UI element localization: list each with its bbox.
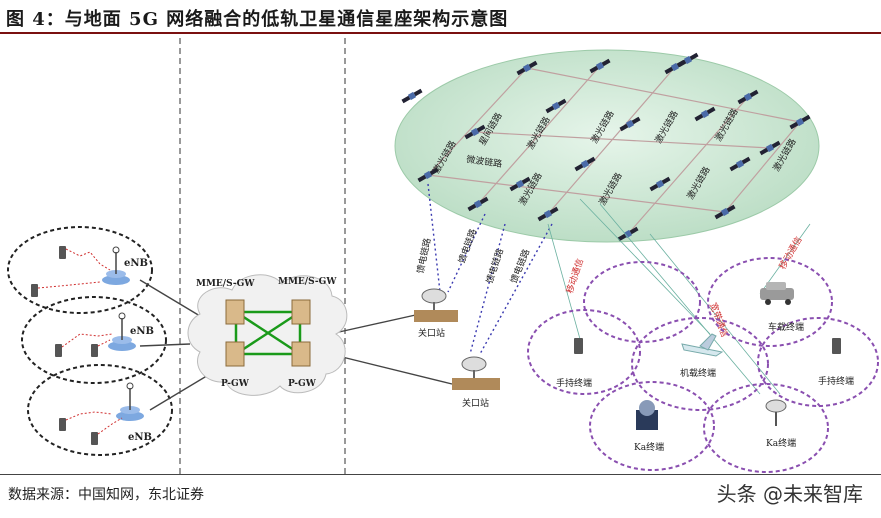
vehicle-icon	[760, 282, 794, 305]
terminal-labels: 手持终端 车载终端 机载终端 手持终端 Ka终端 Ka终端	[556, 321, 854, 453]
satellite-icon	[464, 124, 486, 140]
terminal-cells	[527, 257, 879, 473]
core-network-cloud	[187, 274, 348, 396]
feeder-links	[427, 183, 553, 355]
feeder-link-label-4: 馈电链路	[508, 247, 533, 285]
enb-tower-3	[116, 382, 144, 421]
terminal-cell-vehicle	[707, 257, 833, 347]
enb-tower-1	[102, 246, 130, 285]
satellite-group	[401, 52, 811, 242]
terminal-label-ka-left: Ka终端	[634, 441, 664, 453]
enb-cell-1	[7, 226, 153, 314]
pgw-server-2	[291, 341, 311, 367]
constellation-grid	[427, 65, 801, 235]
terminal-cell-handheld-right	[757, 317, 879, 407]
satellite-icon	[537, 206, 559, 222]
satellite-icon	[789, 114, 811, 130]
terminal-label-vehicle: 车载终端	[768, 321, 804, 333]
feeder-link-label-3: 馈电链路	[483, 247, 506, 285]
mme-label-2: MME/S-GW	[278, 277, 337, 287]
terminal-cell-handheld-left	[527, 309, 641, 395]
enb-label-1: eNB	[124, 258, 148, 269]
ka-terminal-icon-right	[765, 399, 787, 426]
satellite-icon	[729, 156, 751, 172]
terminal-cell-ka-left	[589, 381, 715, 471]
source-note: 数据来源：中国知网，东北证券	[8, 487, 204, 503]
satellite-icon	[545, 98, 567, 114]
figure-title: 图 4：与地面 5G 网络融合的低轨卫星通信星座架构示意图	[6, 9, 509, 30]
pgw-label-1: P-GW	[221, 379, 250, 389]
satellite-icon	[617, 226, 639, 242]
core-servers	[225, 299, 311, 367]
gateway-station-1	[414, 288, 458, 322]
title-rule	[0, 32, 881, 34]
enb-tower-2	[108, 312, 136, 351]
mme-label-1: MME/S-GW	[196, 279, 255, 289]
satellite-icon	[516, 60, 538, 76]
satellite-icon	[759, 140, 781, 156]
satellite-icon	[509, 176, 531, 192]
ka-terminal-icon-left	[636, 400, 658, 430]
feeder-link-label-2: 馈电链路	[456, 227, 480, 265]
enb-label-3: eNB	[128, 432, 152, 443]
pgw-label-2: P-GW	[288, 379, 317, 389]
enb-cells	[7, 226, 173, 456]
satellite-icon	[694, 106, 716, 122]
satellite-icon	[467, 196, 489, 212]
title-bar: 图 4：与地面 5G 网络融合的低轨卫星通信星座架构示意图	[0, 0, 881, 34]
terminal-label-handheld-right: 手持终端	[818, 375, 854, 387]
terminal-cell-top-left	[583, 261, 701, 343]
enb-label-2: eNB	[130, 326, 154, 337]
watermark-text: 头条 @未来智库	[716, 482, 863, 506]
satellite-icon	[417, 167, 439, 183]
satellite-icon	[649, 176, 671, 192]
footer-rule	[0, 474, 881, 475]
enb-cell-2	[21, 296, 167, 384]
satellite-icon	[677, 52, 699, 68]
satellite-icon	[619, 116, 641, 132]
satellite-icon	[714, 204, 736, 220]
architecture-diagram: 星间链路 激光链路 激光链路 激光链路 激光链路 激光链路 激光链路 激光链路 …	[7, 38, 879, 474]
terminal-label-handheld-left: 手持终端	[556, 377, 592, 389]
backhaul-lines	[139, 279, 453, 411]
mobile-link-label-2: 移动通信	[776, 234, 804, 271]
satellite-icon	[574, 156, 596, 172]
gateway-label-1: 关口站	[418, 327, 445, 339]
handheld-icon-left	[574, 338, 583, 354]
terminal-cell-airborne	[631, 317, 769, 411]
terminal-label-ka-right: Ka终端	[766, 437, 796, 449]
mme-server-2	[291, 299, 311, 325]
aircraft-icon	[681, 333, 724, 357]
radio-links	[37, 248, 123, 435]
satellite-icon	[401, 88, 423, 104]
terminal-cell-ka-right	[703, 383, 829, 473]
enb-cell-3	[27, 364, 173, 456]
core-labels: MME/S-GW MME/S-GW P-GW P-GW	[196, 277, 337, 389]
gateway-station-2	[452, 356, 500, 390]
gateway-labels: 关口站 关口站	[418, 327, 489, 409]
feeder-link-label-1: 馈电链路	[414, 237, 433, 275]
feeder-link-labels: 馈电链路 馈电链路 馈电链路 馈电链路	[414, 227, 532, 285]
pgw-server-1	[225, 341, 245, 367]
enb-labels: eNB eNB eNB	[124, 258, 154, 443]
cell-phones	[31, 246, 98, 445]
gateway-label-2: 关口站	[462, 397, 489, 409]
terminal-label-airborne: 机载终端	[680, 367, 716, 379]
mme-server-1	[225, 299, 245, 325]
mobile-link-label-1: 移动通信	[563, 257, 586, 295]
satellite-icon	[589, 58, 611, 74]
handheld-icon-right	[832, 338, 841, 354]
satellite-icon	[737, 89, 759, 105]
